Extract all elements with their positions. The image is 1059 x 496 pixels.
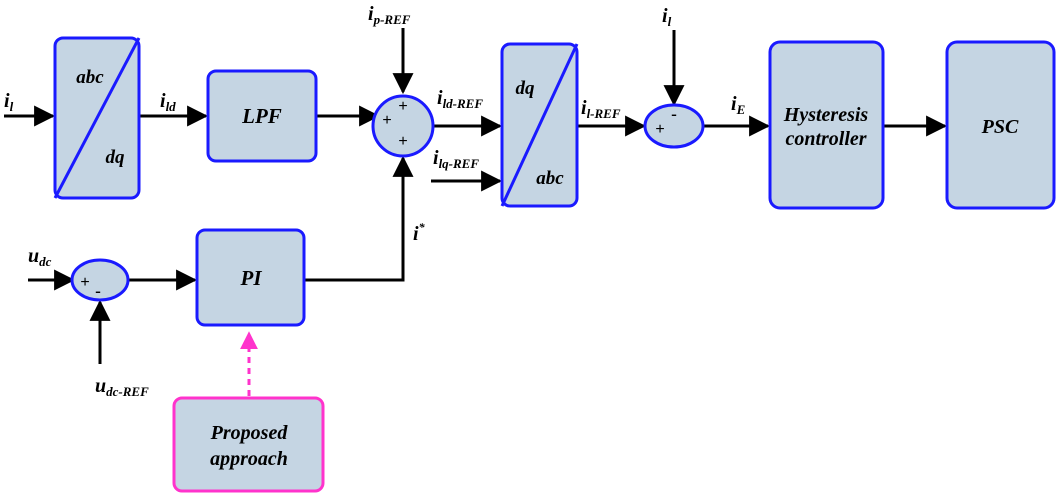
- block-abc-dq: abc dq: [53, 36, 141, 200]
- hysteresis-label-line2: controller: [785, 128, 866, 150]
- hysteresis-label-line1: Hysteresis: [783, 104, 869, 126]
- block-dq-abc: dq abc: [500, 42, 579, 208]
- dq-abc-bottom-label: abc: [536, 168, 564, 189]
- sum2-left-sign: +: [655, 121, 664, 138]
- signal-ild-ref: ild-REF: [437, 87, 483, 111]
- sum3-left-sign: +: [80, 274, 89, 291]
- psc-label: PSC: [981, 116, 1019, 138]
- block-pi: PI: [195, 228, 306, 327]
- abc-dq-bottom-label: dq: [106, 147, 126, 168]
- signal-udc: udc: [28, 245, 52, 269]
- signal-udc-ref: udc-REF: [95, 375, 149, 399]
- signal-ip-ref: ip-REF: [368, 3, 411, 27]
- signal-il-top: il: [662, 5, 672, 29]
- sum2-top-sign: -: [671, 104, 677, 124]
- signal-il-input: il: [4, 90, 14, 114]
- block-hysteresis-controller: Hysteresis controller: [768, 40, 885, 210]
- proposed-label-line2: approach: [210, 448, 288, 470]
- arrow-istar: [304, 155, 414, 282]
- sum1-left-sign: +: [382, 112, 391, 129]
- signal-il-ref: il-REF: [581, 97, 621, 121]
- block-proposed-approach: Proposed approach: [172, 396, 325, 493]
- abc-dq-top-label: abc: [76, 67, 104, 88]
- pi-label: PI: [240, 266, 263, 290]
- summing-junction-2: + -: [643, 103, 705, 149]
- sum1-top-sign: +: [398, 98, 407, 115]
- signal-ie: iE: [731, 93, 746, 117]
- proposed-label-line1: Proposed: [210, 422, 289, 444]
- lpf-label: LPF: [241, 104, 282, 128]
- block-psc: PSC: [945, 40, 1056, 210]
- signal-ilq-ref: ilq-REF: [433, 147, 479, 171]
- sum3-bottom-sign: -: [95, 281, 101, 301]
- signal-wires: [4, 28, 948, 364]
- block-lpf: LPF: [206, 69, 318, 163]
- summing-junction-3: + -: [70, 258, 130, 302]
- signal-istar: i*: [413, 220, 426, 245]
- dq-abc-top-label: dq: [516, 78, 536, 99]
- signal-ild: ild: [160, 90, 176, 114]
- summing-junction-1: + + +: [371, 94, 435, 158]
- sum1-bottom-sign: +: [398, 133, 407, 150]
